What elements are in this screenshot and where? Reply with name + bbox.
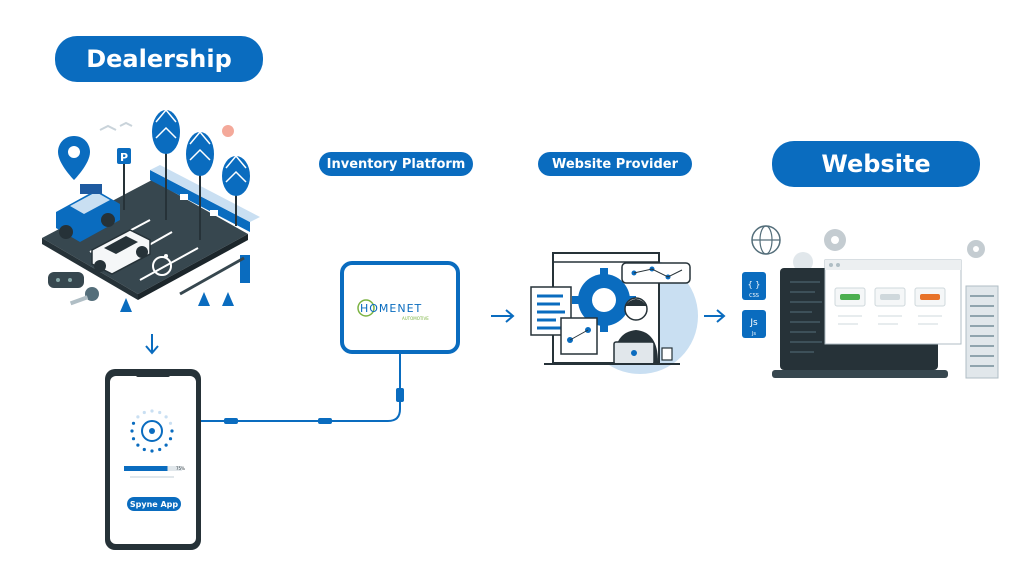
- tree: [186, 130, 214, 240]
- svg-text:P: P: [120, 151, 128, 164]
- spyne-app-button[interactable]: Spyne App: [127, 497, 181, 511]
- car-thumbnail: [880, 294, 900, 300]
- gear-icon: [967, 240, 985, 258]
- svg-text:Js: Js: [749, 318, 758, 328]
- spinner-dot: [168, 421, 173, 425]
- svg-text:AUTOMOTIVE: AUTOMOTIVE: [402, 316, 429, 321]
- smartphone: 75%: [105, 369, 201, 550]
- js-file-icon: Js Js: [742, 310, 766, 338]
- spinner-dot: [136, 415, 140, 419]
- tree: [222, 154, 250, 226]
- gear-icon: [824, 229, 846, 251]
- spinner-dot: [158, 410, 162, 415]
- website-label: Website: [772, 141, 980, 187]
- svg-text:Js: Js: [751, 331, 756, 337]
- dealership-illustration: P: [42, 108, 260, 312]
- car-key-icon: [48, 272, 99, 306]
- spinner-dot: [136, 443, 140, 447]
- spinner-dot: [170, 429, 174, 433]
- homenet-logo: HOMENET AUTOMOTIVE: [357, 299, 429, 321]
- tree: [152, 108, 180, 220]
- spinner-dot: [168, 437, 173, 441]
- globe-icon: [751, 225, 781, 255]
- location-pin-icon: [58, 136, 90, 180]
- website-provider-label: Website Provider: [538, 152, 692, 176]
- progress-fill: [124, 466, 168, 471]
- spinner-dot: [164, 415, 168, 419]
- svg-text:CSS: CSS: [749, 293, 759, 299]
- app-logo-icon: [141, 420, 163, 442]
- loading-spinner: [130, 409, 174, 453]
- wheelchair-icon: [152, 254, 172, 276]
- homenet-platform-box: HOMENET AUTOMOTIVE: [340, 261, 460, 354]
- jeep-car: [56, 184, 120, 242]
- spinner-dot: [131, 437, 136, 441]
- spinner-dot: [158, 447, 162, 452]
- spinner-dot: [142, 447, 146, 452]
- developer-illustration: [530, 252, 698, 374]
- progress-text: 75%: [176, 466, 185, 471]
- spinner-dot: [142, 410, 146, 415]
- spinner-dot: [164, 443, 168, 447]
- arrow-right-icon: [491, 309, 515, 323]
- spinner-dot: [150, 449, 154, 453]
- car-thumbnail: [920, 294, 940, 300]
- spinner-dot: [130, 429, 134, 433]
- dealership-label: Dealership: [55, 36, 263, 82]
- website-illustration: { } CSS Js Js: [742, 225, 999, 379]
- spinner-dot: [131, 421, 136, 425]
- white-car: [91, 229, 151, 275]
- inventory-platform-label: Inventory Platform: [319, 152, 473, 176]
- css-file-icon: { } CSS: [742, 272, 766, 300]
- spyne-app-button-label: Spyne App: [130, 500, 179, 509]
- arrow-down-icon: [145, 334, 159, 355]
- parking-barrier: [179, 255, 250, 296]
- car-thumbnail: [840, 294, 860, 300]
- svg-text:{ }: { }: [748, 280, 761, 289]
- svg-text:HOMENET: HOMENET: [360, 302, 422, 315]
- arrow-right-icon: [704, 309, 726, 323]
- parking-icon: P: [117, 148, 131, 210]
- spinner-dot: [150, 409, 154, 413]
- connector-cable: [201, 354, 404, 424]
